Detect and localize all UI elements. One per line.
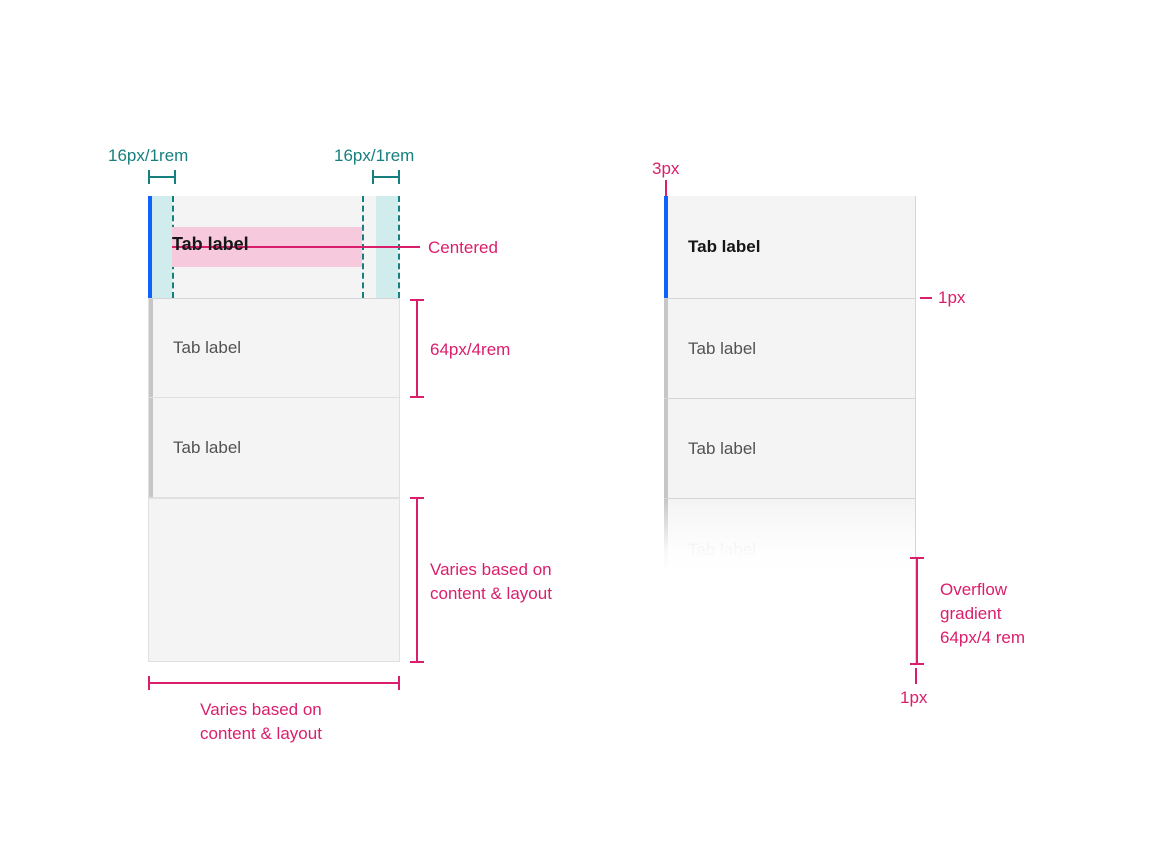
left-padding-overlay [152,196,172,298]
right-padding-bracket [372,170,400,184]
tab-label-selected-overlay: Tab label [172,234,249,254]
inactive-indicator-bar [664,299,668,398]
tab-item[interactable]: Tab label [664,298,916,398]
bracket-cap-top [910,557,924,559]
bracket-cap-top [410,299,424,301]
divider-width-label: 1px [938,288,966,307]
bracket-cap-bottom [410,396,424,398]
inactive-indicator-bar [149,398,153,497]
tab-item-selected[interactable]: Tab label [664,196,916,298]
tab-width-bracket [148,676,400,690]
bracket-cap-right [398,676,400,690]
bracket-bar [416,299,418,398]
tab-height-bracket [410,299,424,398]
divider-leader-dash [920,297,932,299]
inactive-indicator-bar [664,399,668,498]
bracket-bar [372,176,400,178]
tab-width-label: Varies based on content & layout [200,700,322,743]
bracket-cap-right [174,170,176,184]
indicator-width-label: 3px [652,159,680,178]
tab-content-panel [148,498,400,662]
bracket-cap-left [148,676,150,690]
indicator-width-tick [665,180,667,196]
tab-item[interactable]: Tab label [148,298,400,398]
inactive-indicator-bar [664,499,668,568]
tab-label: Tab label [688,338,757,358]
left-tab-list: Tab label Tab label Tab label [148,196,400,498]
bracket-bar [416,497,418,663]
overflow-gradient-bracket [910,557,924,665]
tab-item[interactable]: Tab label [148,398,400,498]
selected-indicator-bar [664,196,668,298]
border-width-label: 1px [900,688,928,707]
bracket-cap-bottom [910,663,924,665]
right-padding-label: 16px/1rem [334,146,415,165]
center-leader-line [172,246,420,248]
left-padding-bracket [148,170,176,184]
bracket-cap-left [372,170,374,184]
bracket-cap-left [148,170,150,184]
bracket-cap-bottom [410,661,424,663]
tab-label: Tab label [173,338,242,357]
tab-item[interactable]: Tab label [664,398,916,498]
bracket-bar [916,557,918,665]
tab-height-label: 64px/4rem [430,340,511,359]
tab-label: Tab label [688,540,757,559]
tab-item-overflow[interactable]: Tab label [664,498,916,568]
content-height-bracket [410,497,424,663]
bracket-cap-right [398,170,400,184]
bracket-bar [148,682,400,684]
bracket-bar [148,176,176,178]
tab-label: Tab label [173,437,242,457]
content-height-label: Varies based on content & layout [430,560,552,603]
selected-indicator-bar [148,196,152,298]
centered-label: Centered [428,238,498,257]
tab-label: Tab label [688,438,757,458]
inactive-indicator-bar [149,299,153,397]
overflow-gradient-label: Overflow gradient 64px/4 rem [940,580,1026,647]
tab-label: Tab label [688,237,761,256]
right-panel-border [915,196,916,666]
bracket-cap-top [410,497,424,499]
left-padding-label: 16px/1rem [108,146,189,165]
right-tab-list: Tab label Tab label Tab label Tab label [664,196,916,568]
border-width-tick [915,668,917,684]
